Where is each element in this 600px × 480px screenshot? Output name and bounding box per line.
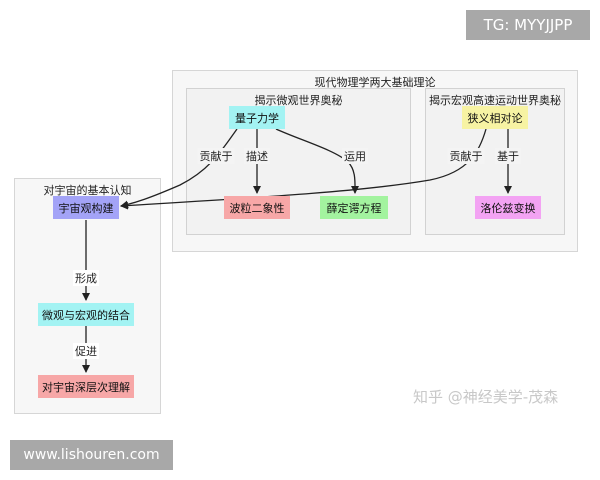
node-wave-particle-duality: 波粒二象性 [224, 196, 290, 219]
edge-label-qm-contribute: 贡献于 [197, 148, 235, 164]
node-deep-cosmic-understanding: 对宇宙深层次理解 [38, 375, 134, 398]
edge-qm-to-cosmology [120, 128, 238, 209]
node-lorentz-transformation: 洛伦兹变换 [475, 196, 541, 219]
node-schrodinger-equation: 薛定谔方程 [320, 196, 388, 219]
edge-label-qm-describe: 描述 [244, 148, 270, 164]
cluster-title: 揭示微观世界奥秘 [254, 94, 343, 107]
edge-label-sr-based-on: 基于 [495, 148, 521, 164]
node-special-relativity: 狭义相对论 [462, 106, 528, 129]
cluster-title: 对宇宙的基本认知 [43, 184, 132, 197]
edge-label-form: 形成 [73, 270, 99, 286]
cluster-title: 现代物理学两大基础理论 [314, 76, 436, 89]
zhihu-watermark: 知乎 @神经美学-茂森 [413, 388, 559, 406]
edge-label-qm-apply: 运用 [342, 148, 368, 164]
node-micro-macro-combination: 微观与宏观的结合 [38, 303, 134, 326]
node-quantum-mechanics: 量子力学 [229, 106, 285, 129]
url-badge: www.lishouren.com [10, 440, 173, 470]
edge-label-sr-contribute: 贡献于 [447, 148, 485, 164]
cluster-title: 揭示宏观高速运动世界奥秘 [429, 94, 561, 107]
node-cosmology-construction: 宇宙观构建 [53, 196, 119, 219]
edge-label-promote: 促进 [73, 343, 99, 359]
tg-badge: TG: MYYJJPP [466, 10, 590, 40]
